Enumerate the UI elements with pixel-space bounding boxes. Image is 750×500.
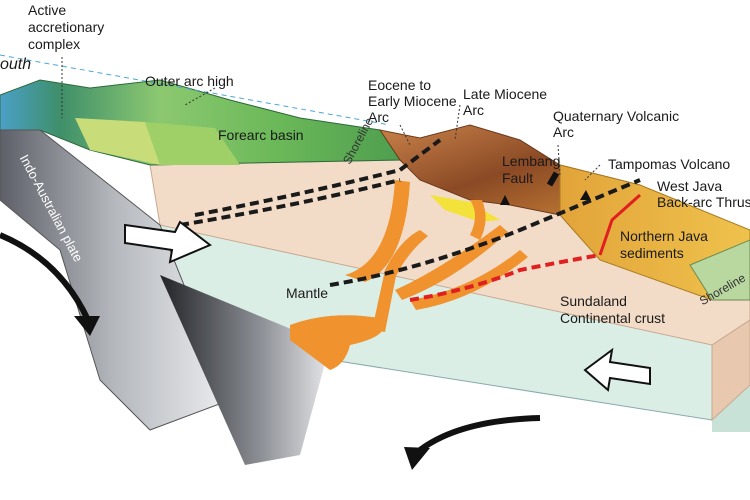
mantle-flow-arrow-bottom [404,415,541,470]
label-sundaland-crust: Sundaland Continental crust [560,293,666,326]
fault-lines [179,138,641,302]
coastline-projection [0,54,391,126]
indo-australian-slab [0,129,330,465]
label-northern-java-sediments: Northern Java sediments [620,228,708,261]
label-tampomas-volcano: Tampomas Volcano [608,156,731,172]
lembang-fault-marker [546,171,560,187]
thrust-teeth [500,190,591,205]
northern-java-sediments [559,164,750,301]
terrain-surface [0,79,401,166]
label-forearc-basin: Forearc basin [218,127,304,143]
label-active-accretionary-complex: Active accretionary complex [28,2,105,52]
label-south: outh [0,56,32,73]
label-outer-arc-high: Outer arc high [145,73,234,89]
label-quaternary-volcanic-arc: Quaternary Volcanic Arc [553,108,680,140]
label-west-java-thrust: West Java Back-arc Thrust [657,178,750,210]
label-mantle: Mantle [286,285,329,301]
label-lembang-fault: Lembang Fault [502,153,561,186]
plate-motion-arrow-right [124,220,212,264]
leader-lines [61,57,601,181]
plate-motion-arrow-left [583,347,651,392]
mantle-flow-arrow-left [0,232,100,336]
label-late-miocene-arc: Late Miocene Arc [463,86,548,118]
label-eocene-arc: Eocene to Early Miocene Arc [368,77,457,125]
